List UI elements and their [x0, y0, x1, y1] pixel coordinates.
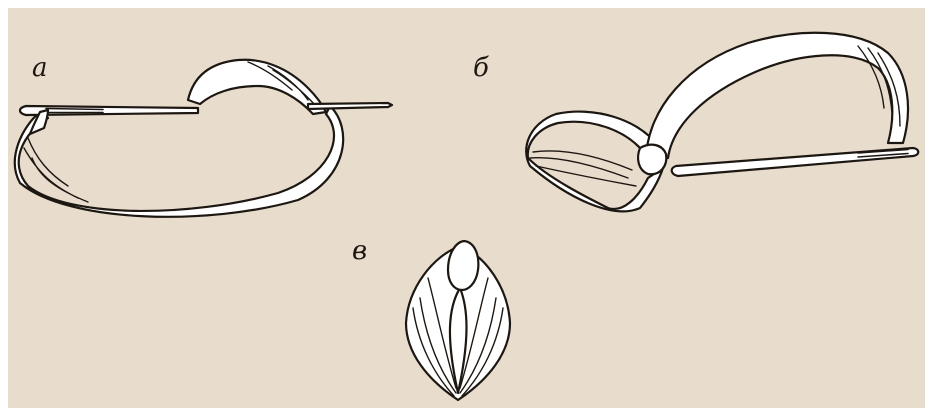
- figure-a-ribbon-twist: [188, 60, 326, 114]
- figure-label-b: б: [473, 55, 489, 81]
- figure-b-large-arch: [646, 33, 908, 158]
- figure-b-knot: [638, 145, 666, 175]
- figure-label-a: а: [32, 55, 48, 81]
- figure-b-needle: [672, 148, 919, 176]
- illustration-canvas: а б в: [8, 8, 925, 408]
- figure-b: [526, 33, 918, 212]
- figure-a: [15, 60, 392, 217]
- figure-label-v: в: [352, 238, 367, 264]
- figure-a-ribbon-loop: [15, 106, 343, 217]
- illustration-svg: [8, 8, 925, 408]
- figure-v-top-twist: [448, 241, 478, 290]
- figure-v: [406, 241, 510, 400]
- figure-b-small-loop-folds: [530, 151, 636, 186]
- figure-a-needle-tip: [308, 103, 392, 109]
